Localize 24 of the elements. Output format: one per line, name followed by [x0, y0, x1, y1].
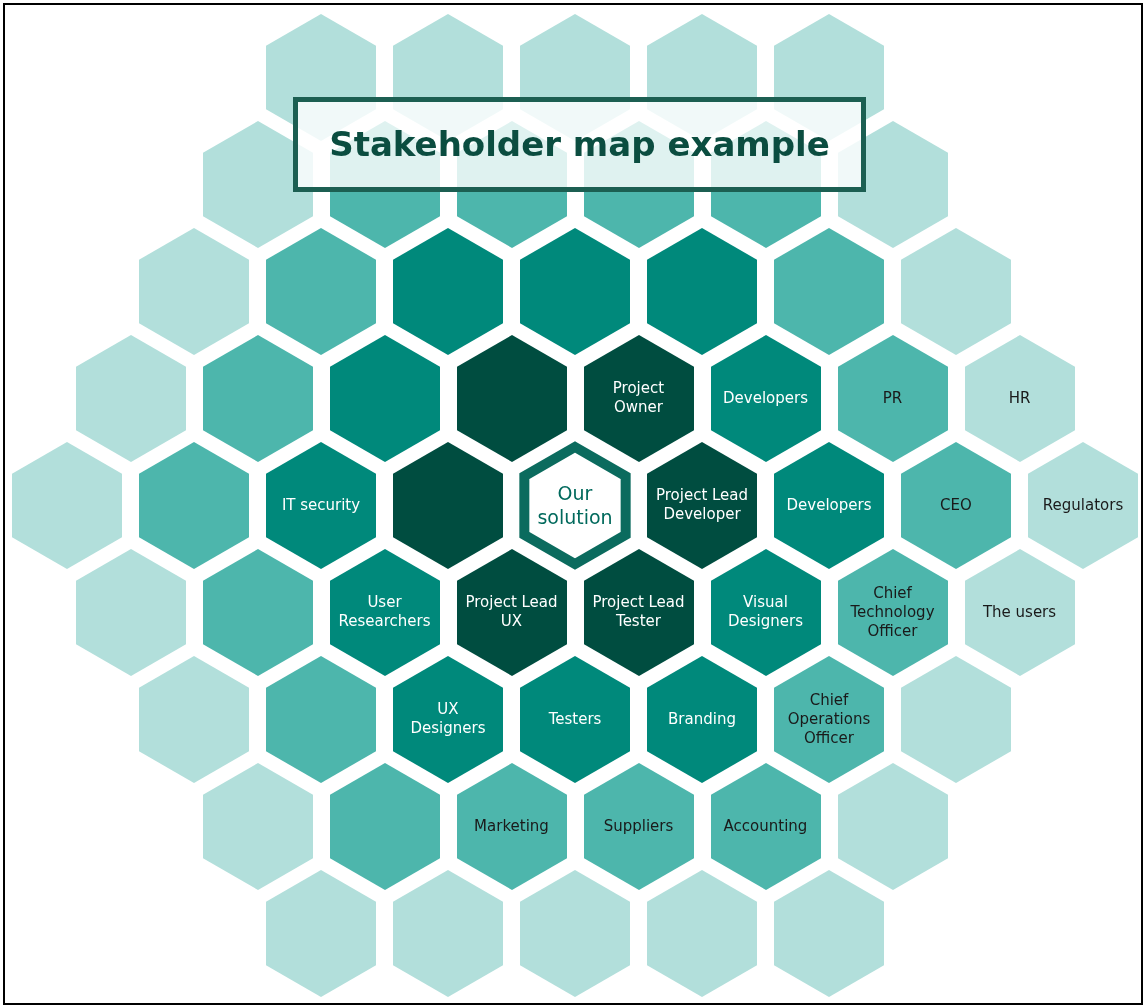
- tile-label: HR: [1007, 388, 1032, 408]
- tile-label: Visual Designers: [727, 593, 804, 631]
- title-banner: Stakeholder map example: [293, 97, 866, 192]
- tile-label: CEO: [939, 495, 973, 515]
- tile-label: Accounting: [722, 816, 809, 836]
- tile-label: Project Lead Tester: [591, 593, 686, 631]
- tile-label: Chief Technology Officer: [849, 583, 936, 641]
- tile-label: Our solution: [536, 481, 614, 529]
- tile-label: Project Lead UX: [464, 593, 559, 631]
- tile-label: Branding: [667, 709, 737, 729]
- tile-label: Chief Operations Officer: [786, 690, 872, 748]
- tile-label: IT security: [280, 495, 362, 515]
- tile-label: Developers: [722, 388, 809, 408]
- tile-label: Regulators: [1041, 495, 1125, 515]
- tile-label: Suppliers: [602, 816, 675, 836]
- tile-label: Project Owner: [611, 379, 666, 417]
- tile-label: Marketing: [473, 816, 550, 836]
- tile-label: Developers: [785, 495, 873, 515]
- tile-label: Project Lead Developer: [654, 486, 750, 524]
- tile-label: The users: [981, 602, 1058, 622]
- tile-label: PR: [881, 388, 904, 408]
- tile-label: User Researchers: [337, 593, 432, 631]
- tile-label: Testers: [547, 709, 603, 729]
- tile-label: UX Designers: [409, 700, 487, 738]
